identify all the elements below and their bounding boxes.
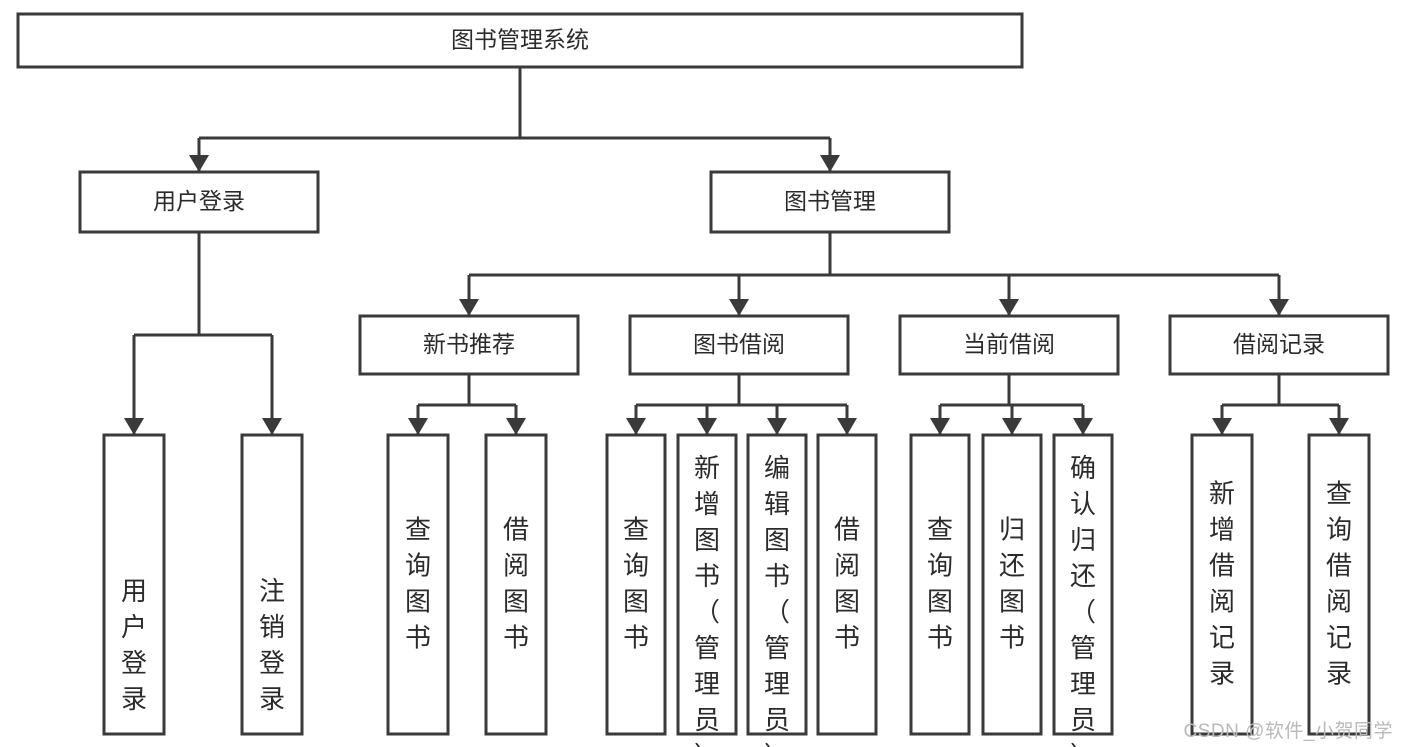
node-layer: 图书管理系统用户登录图书管理新书推荐图书借阅当前借阅借阅记录用户登录注销登录查询…	[16, 12, 1390, 747]
node-leaf-borrow-book-1[interactable]: 借阅图书	[484, 433, 548, 736]
arrow-head-icon-leaf-return-book	[1002, 418, 1022, 435]
arrow-head-icon-leaf-borrow-book-2	[837, 418, 857, 435]
node-box-leaf-query-book-2	[605, 433, 667, 736]
node-label-leaf-query-borrow-record: 查询借阅记录	[1326, 479, 1352, 689]
node-leaf-confirm-return[interactable]: 确认归还（管理员）	[1052, 433, 1114, 747]
node-box-leaf-add-borrow-record	[1190, 433, 1254, 736]
node-book-borrow[interactable]: 图书借阅	[628, 314, 850, 376]
node-box-leaf-query-book-1	[386, 433, 450, 736]
node-box-borrow-records	[1168, 314, 1390, 376]
node-label-leaf-user-login: 用户登录	[121, 576, 147, 714]
node-label-leaf-add-book: 新增图书（管理员）	[694, 453, 720, 747]
node-label-root: 图书管理系统	[451, 27, 589, 53]
node-leaf-add-book[interactable]: 新增图书（管理员）	[676, 433, 738, 747]
node-label-leaf-confirm-return: 确认归还（管理员）	[1070, 453, 1096, 747]
node-label-leaf-edit-book: 编辑图书（管理员）	[764, 453, 790, 747]
arrow-head-icon-user-login	[189, 155, 209, 172]
node-leaf-query-book-3[interactable]: 查询图书	[909, 433, 971, 736]
node-label-leaf-borrow-book-2: 借阅图书	[834, 515, 860, 653]
node-box-leaf-query-book-3	[909, 433, 971, 736]
arrow-head-icon-leaf-edit-book	[767, 418, 787, 435]
node-label-leaf-user-logout: 注销登录	[259, 576, 285, 714]
arrow-head-icon-borrow-records	[1269, 299, 1289, 316]
connector-layer	[124, 67, 1349, 435]
node-box-new-book-recommend	[358, 314, 580, 376]
node-box-leaf-return-book	[981, 433, 1043, 736]
arrow-head-icon-current-borrow	[999, 299, 1019, 316]
node-current-borrow[interactable]: 当前借阅	[898, 314, 1120, 376]
node-label-current-borrow: 当前借阅	[963, 331, 1055, 357]
node-leaf-query-book-1[interactable]: 查询图书	[386, 433, 450, 736]
node-box-leaf-user-login	[102, 433, 166, 736]
node-user-login[interactable]: 用户登录	[78, 170, 320, 234]
node-leaf-query-borrow-record[interactable]: 查询借阅记录	[1307, 433, 1371, 736]
node-box-book-manage	[709, 170, 951, 234]
node-box-book-borrow	[628, 314, 850, 376]
node-label-leaf-query-book-3: 查询图书	[927, 515, 953, 653]
node-book-manage[interactable]: 图书管理	[709, 170, 951, 234]
arrow-head-icon-book-borrow	[729, 299, 749, 316]
node-label-book-borrow: 图书借阅	[693, 331, 785, 357]
node-label-book-manage: 图书管理	[784, 188, 876, 214]
node-box-root	[16, 12, 1024, 69]
arrow-head-icon-leaf-query-book-2	[626, 418, 646, 435]
node-box-leaf-user-logout	[240, 433, 304, 736]
node-root[interactable]: 图书管理系统	[16, 12, 1024, 69]
node-box-leaf-add-book	[676, 433, 738, 736]
node-label-leaf-query-book-1: 查询图书	[405, 515, 431, 653]
node-box-current-borrow	[898, 314, 1120, 376]
arrow-head-icon-leaf-query-book-3	[930, 418, 950, 435]
node-label-borrow-records: 借阅记录	[1233, 331, 1325, 357]
node-leaf-user-login[interactable]: 用户登录	[102, 433, 166, 736]
arrow-head-icon-leaf-confirm-return	[1073, 418, 1093, 435]
node-borrow-records[interactable]: 借阅记录	[1168, 314, 1390, 376]
node-leaf-add-borrow-record[interactable]: 新增借阅记录	[1190, 433, 1254, 736]
node-box-leaf-edit-book	[746, 433, 808, 736]
node-label-new-book-recommend: 新书推荐	[423, 331, 515, 357]
arrow-head-icon-book-manage	[820, 155, 840, 172]
node-box-leaf-confirm-return	[1052, 433, 1114, 736]
node-leaf-query-book-2[interactable]: 查询图书	[605, 433, 667, 736]
node-label-leaf-query-book-2: 查询图书	[623, 515, 649, 653]
node-label-user-login: 用户登录	[153, 188, 245, 214]
arrow-head-icon-leaf-query-borrow-record	[1329, 418, 1349, 435]
node-box-user-login	[78, 170, 320, 234]
arrow-head-icon-new-book-recommend	[459, 299, 479, 316]
arrow-head-icon-leaf-user-login	[124, 418, 144, 435]
node-leaf-return-book[interactable]: 归还图书	[981, 433, 1043, 736]
node-label-leaf-borrow-book-1: 借阅图书	[503, 515, 529, 653]
arrow-head-icon-leaf-add-book	[697, 418, 717, 435]
arrow-head-icon-leaf-query-book-1	[408, 418, 428, 435]
arrow-head-icon-leaf-user-logout	[262, 418, 282, 435]
node-label-leaf-add-borrow-record: 新增借阅记录	[1209, 479, 1235, 689]
node-box-leaf-query-borrow-record	[1307, 433, 1371, 736]
csdn-watermark: CSDN @软件_小贺同学	[1183, 721, 1393, 742]
node-leaf-edit-book[interactable]: 编辑图书（管理员）	[746, 433, 808, 747]
node-box-leaf-borrow-book-2	[816, 433, 878, 736]
node-label-leaf-return-book: 归还图书	[999, 515, 1025, 653]
arrow-head-icon-leaf-add-borrow-record	[1212, 418, 1232, 435]
node-box-leaf-borrow-book-1	[484, 433, 548, 736]
arrow-head-icon-leaf-borrow-book-1	[506, 418, 526, 435]
node-leaf-user-logout[interactable]: 注销登录	[240, 433, 304, 736]
node-leaf-borrow-book-2[interactable]: 借阅图书	[816, 433, 878, 736]
node-new-book-recommend[interactable]: 新书推荐	[358, 314, 580, 376]
